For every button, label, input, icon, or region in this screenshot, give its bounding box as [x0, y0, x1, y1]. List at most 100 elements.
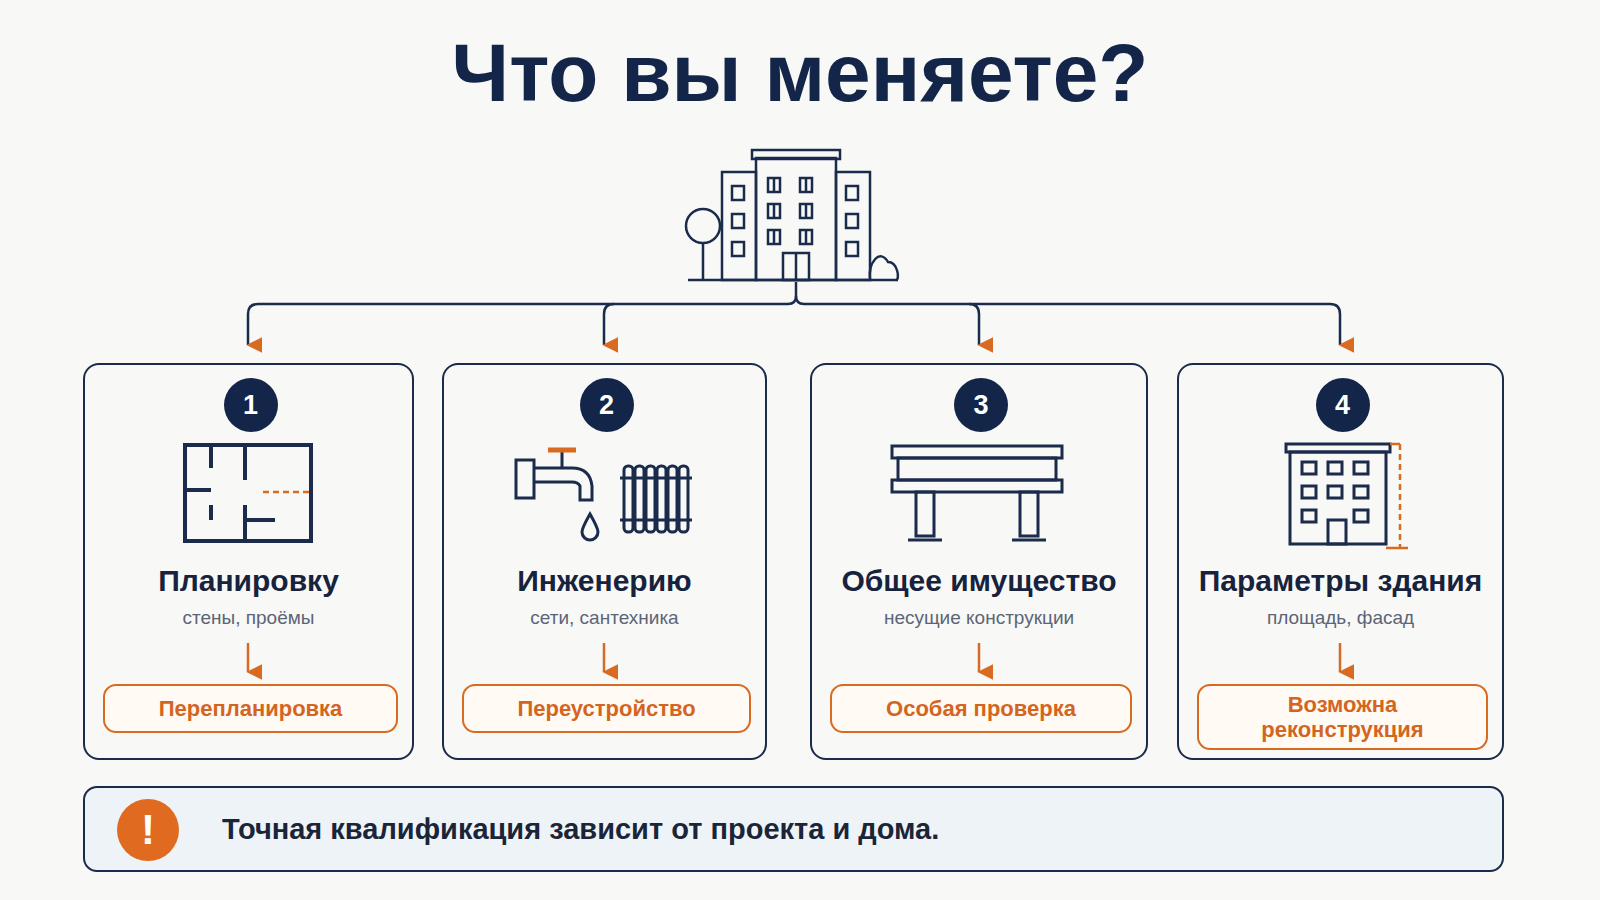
card-heading: Параметры здания — [1179, 561, 1502, 601]
beam-icon-part — [898, 458, 1056, 480]
result-label: Перепланировка — [159, 696, 343, 721]
category-card: Параметры здания площадь, фасад 4Возможна … — [1177, 363, 1504, 760]
diagram-title: Что вы меняете? — [0, 28, 1600, 118]
category-card: Планировку стены, проёмы 1Перепланировка — [83, 363, 414, 760]
result-label: Возможна реконструкция — [1233, 692, 1453, 742]
result-pill: Переустройство — [462, 684, 751, 733]
building-icon-part-part — [732, 242, 744, 256]
building-icon-part — [702, 243, 705, 280]
result-pill: Перепланировка — [103, 684, 398, 733]
building-parameters-icon-part — [1328, 520, 1346, 544]
building-icon-part-part — [846, 214, 858, 228]
building-icon — [686, 150, 898, 280]
step-number: 2 — [599, 392, 614, 419]
branch-lines-part — [248, 282, 796, 345]
building-icon-part-part — [732, 214, 744, 228]
card-subtitle: стены, проёмы — [85, 605, 412, 631]
branch-lines-part — [604, 304, 614, 345]
building-icon-part-part — [773, 230, 776, 244]
plumbing-icon-part-part — [668, 466, 677, 532]
floor-plan-icon-part — [243, 505, 247, 541]
beam-icon-part — [908, 539, 942, 542]
plumbing-icon-part-part — [635, 466, 644, 532]
card-subtitle: площадь, фасад — [1179, 605, 1502, 631]
building-icon-part-part — [768, 178, 780, 192]
card-subtitle: сети, сантехника — [444, 605, 765, 631]
beam-icon-part — [916, 492, 934, 536]
building-icon-part — [686, 209, 720, 243]
floor-plan-icon-part — [185, 445, 311, 541]
floor-plan-icon-part — [209, 445, 213, 468]
card-heading: Инженерию — [444, 561, 765, 601]
floor-plan-icon — [185, 445, 311, 541]
card-arrows-part — [978, 643, 981, 672]
building-icon-part-part — [768, 230, 780, 244]
building-icon-part-part — [768, 204, 780, 218]
plumbing-icon-part — [582, 514, 598, 540]
plumbing-icon-part — [561, 452, 564, 468]
building-parameters-icon-part-part — [1302, 510, 1316, 522]
floor-plan-icon-part — [243, 445, 247, 480]
floor-plan-icon-part — [263, 491, 311, 494]
result-label: Переустройство — [517, 696, 695, 721]
card-heading: Планировку — [85, 561, 412, 601]
card-arrows-part — [1339, 643, 1342, 672]
building-icon-part — [836, 172, 870, 280]
building-icon-part — [783, 253, 809, 280]
step-number-circle: 1 — [224, 378, 278, 432]
building-icon-part — [722, 172, 756, 280]
step-number-circle: 4 — [1316, 378, 1370, 432]
building-parameters-icon-part-part — [1354, 462, 1368, 474]
building-icon-part-part — [732, 186, 744, 200]
card-arrows-part — [603, 643, 606, 672]
building-parameters-icon-part-part — [1302, 486, 1316, 498]
building-parameters-icon-part-part — [1302, 462, 1316, 474]
building-icon-part-part — [805, 178, 808, 192]
floor-plan-icon-part — [245, 518, 275, 522]
floor-plan-icon-part — [185, 488, 211, 492]
step-number: 4 — [1335, 392, 1350, 419]
beam-icon-part — [1020, 492, 1038, 536]
building-parameters-icon-part-part — [1328, 462, 1342, 474]
building-icon-part — [752, 150, 840, 159]
card-arrows-part — [247, 643, 250, 672]
building-icon-part-part — [800, 230, 812, 244]
building-parameters-icon-part-part — [1328, 486, 1342, 498]
plumbing-icon-part-part — [657, 466, 666, 532]
warning-mark: ! — [141, 809, 155, 851]
plumbing-icon-part-part — [646, 466, 655, 532]
step-number: 3 — [973, 392, 988, 419]
building-parameters-icon-part — [1390, 443, 1400, 446]
plumbing-icon-part — [548, 448, 576, 453]
plumbing-icon-part-part — [624, 466, 633, 532]
beam-icon-part — [1012, 539, 1046, 542]
step-number-circle: 3 — [954, 378, 1008, 432]
branch-lines-part — [969, 304, 979, 345]
warning-circle: ! — [117, 799, 179, 861]
building-icon-part — [732, 178, 858, 256]
plumbing-icon-part — [620, 477, 692, 480]
building-parameters-icon-part — [1290, 452, 1386, 544]
building-parameters-icon-part-part — [1354, 510, 1368, 522]
plumbing-icon — [516, 450, 692, 540]
plumbing-icon-part — [516, 460, 534, 498]
building-parameters-icon — [1286, 444, 1408, 548]
result-pill: Особая проверка — [830, 684, 1132, 733]
step-number: 1 — [243, 392, 258, 419]
step-number-circle: 2 — [580, 378, 634, 432]
building-parameters-icon-part — [1302, 462, 1368, 522]
building-parameters-icon-part — [1399, 444, 1402, 548]
floor-plan-icon-part — [209, 505, 213, 520]
building-icon-part-part — [800, 178, 812, 192]
category-card: Инженерию сети, сантехника 2Переустройство — [442, 363, 767, 760]
building-icon-part-part — [800, 204, 812, 218]
category-card: Общее имуществонесущие конструкции3Особа… — [810, 363, 1148, 760]
building-icon-part — [795, 253, 798, 280]
building-parameters-icon-part — [1386, 547, 1408, 550]
note-band: Точная квалификация зависит от проекта и… — [83, 786, 1504, 872]
building-parameters-icon-part — [1286, 444, 1390, 452]
